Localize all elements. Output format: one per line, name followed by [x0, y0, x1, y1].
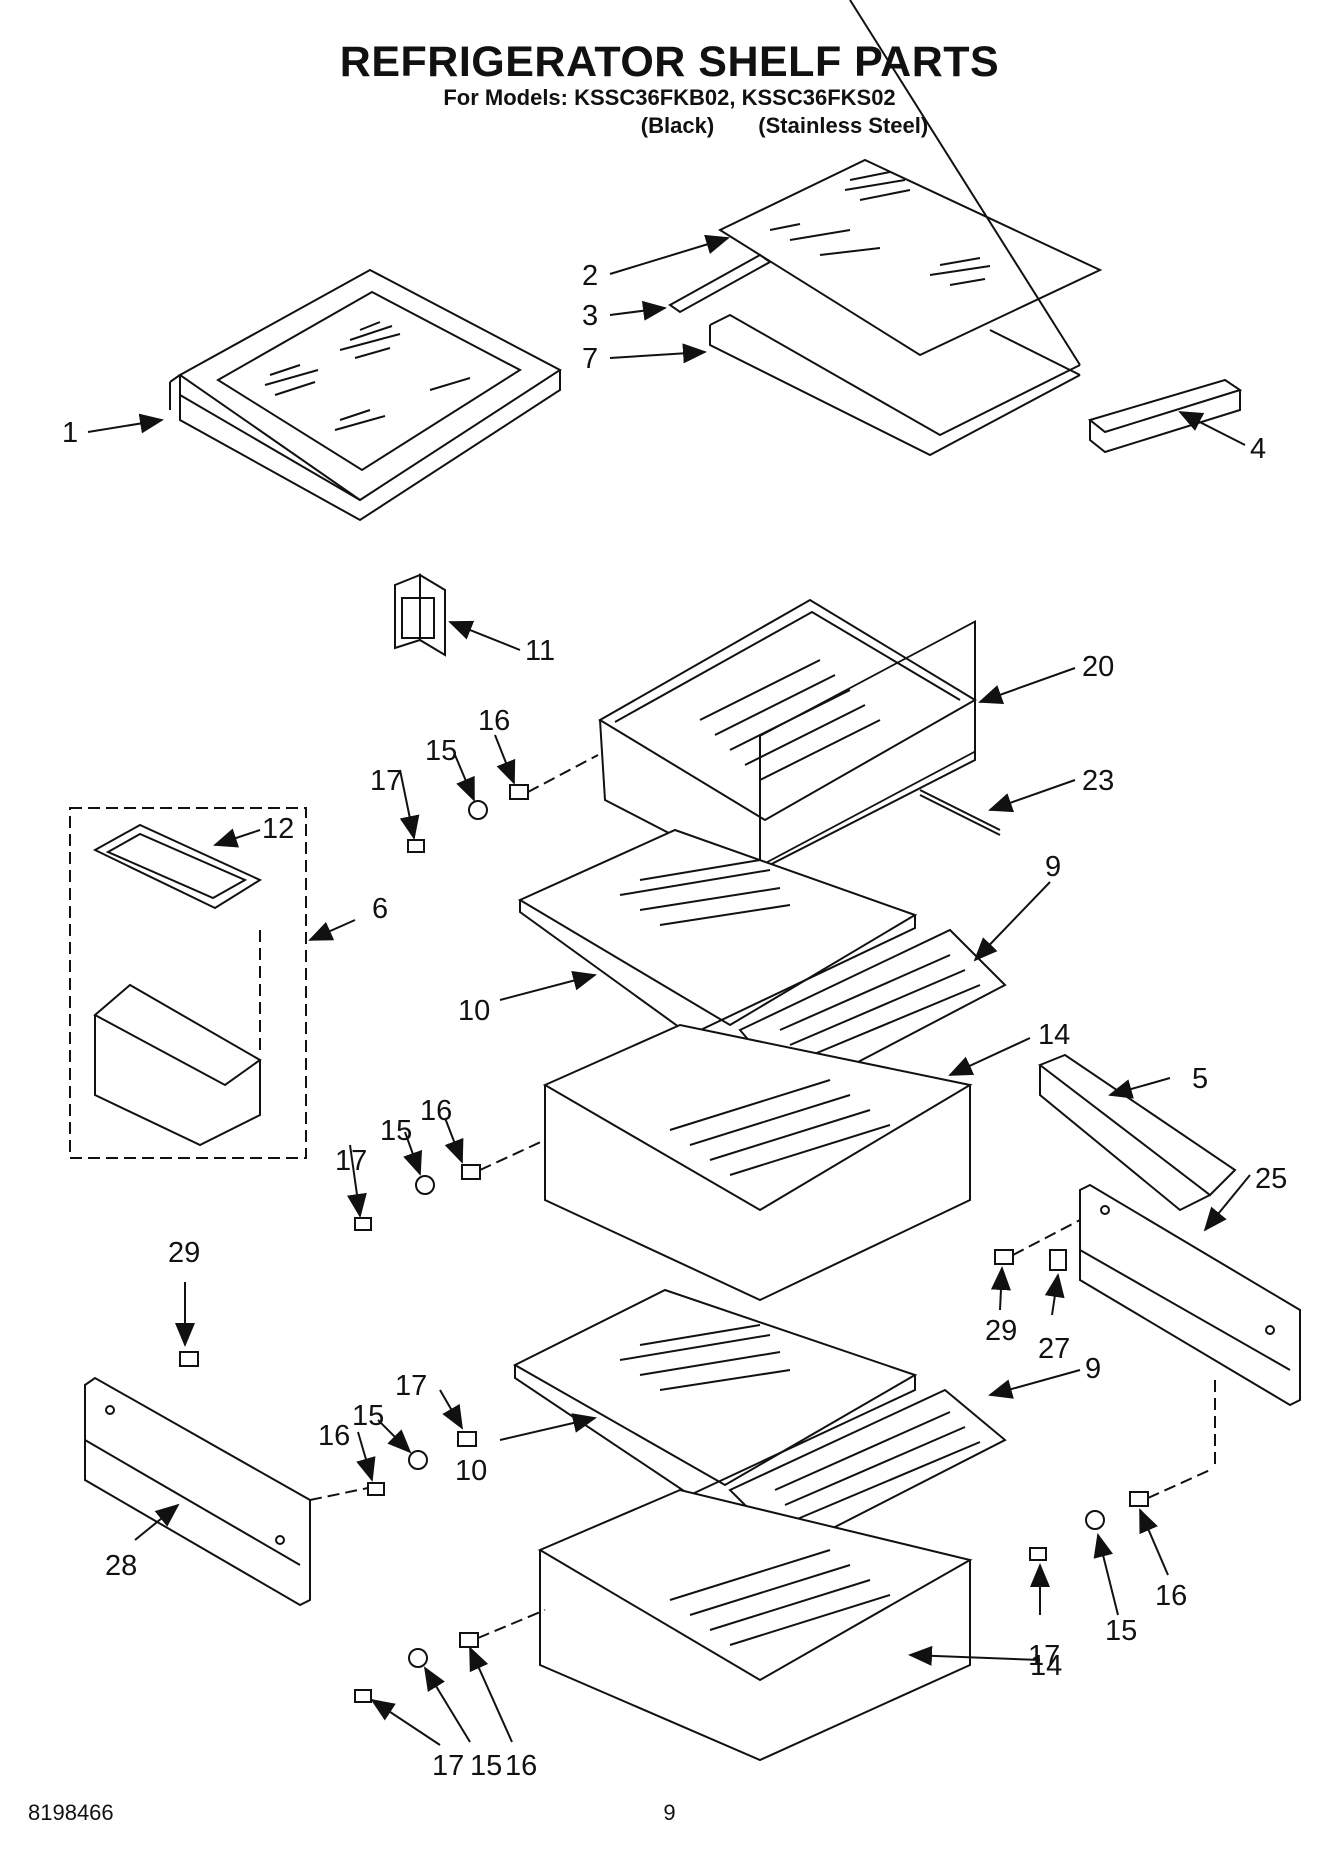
- callout-9-upper: 9: [1045, 851, 1061, 883]
- callout-3: 3: [582, 300, 598, 332]
- callout-12: 12: [262, 813, 294, 845]
- callout-15-b: 15: [380, 1115, 412, 1147]
- callout-10-upper: 10: [458, 995, 490, 1027]
- callout-14-upper: 14: [1038, 1019, 1070, 1051]
- callout-16-a: 16: [478, 705, 510, 737]
- page-number: 9: [663, 1800, 676, 1825]
- callout-16-b: 16: [420, 1095, 452, 1127]
- part-7-shelf-frame: [709, 0, 1081, 457]
- callout-27: 27: [1038, 1333, 1070, 1365]
- part-2-glass-panel: [717, 158, 1103, 357]
- fastener-set-4: [1029, 1380, 1216, 1561]
- document-number: 8198466: [28, 1800, 114, 1825]
- part-11-clip: [394, 573, 446, 657]
- callout-arrows: [87, 234, 1251, 1746]
- part-5-cover: [1037, 1053, 1237, 1212]
- butter-bin: [93, 930, 262, 1147]
- color-black-label: (Black): [640, 113, 715, 138]
- model-colors: (Black) (Stainless Steel): [0, 113, 1339, 139]
- callout-29-left: 29: [168, 1237, 200, 1269]
- callout-17-d: 17: [1028, 1640, 1060, 1672]
- callout-23: 23: [1082, 765, 1114, 797]
- fastener-set-1: [407, 754, 599, 853]
- callout-16-e: 16: [505, 1750, 537, 1782]
- callout-15-d: 15: [1105, 1615, 1137, 1647]
- callout-17-a: 17: [370, 765, 402, 797]
- callout-25: 25: [1255, 1163, 1287, 1195]
- callout-15-c: 15: [352, 1400, 384, 1432]
- models-line: For Models: KSSC36FKB02, KSSC36FKS02: [443, 85, 896, 110]
- part-12-lid: [92, 823, 263, 910]
- part-1-glass-shelf: [169, 268, 562, 522]
- callout-5: 5: [1192, 1063, 1208, 1095]
- fastener-set-2: [354, 1139, 546, 1231]
- color-stainless-label: (Stainless Steel): [758, 113, 929, 138]
- part-4-shelf-rail: [1087, 378, 1243, 454]
- part-20-deli-drawer: [598, 598, 977, 877]
- callout-9-lower: 9: [1085, 1353, 1101, 1385]
- part-14-crisper-upper: [542, 1023, 973, 1302]
- callout-17-e: 17: [432, 1750, 464, 1782]
- callout-7: 7: [582, 343, 598, 375]
- part-28-side-bracket-left: [84, 1376, 311, 1607]
- callout-6: 6: [372, 893, 388, 925]
- callout-16-d: 16: [1155, 1580, 1187, 1612]
- part-23-rod: [919, 789, 1001, 836]
- callout-10-lower: 10: [455, 1455, 487, 1487]
- callout-17-b: 17: [335, 1145, 367, 1177]
- fastener-set-3: [309, 1431, 477, 1501]
- callout-28: 28: [105, 1550, 137, 1582]
- screw-29-right: [994, 1219, 1081, 1265]
- fastener-set-5: [354, 1609, 546, 1703]
- callout-14-lower: 14: [1030, 1650, 1062, 1682]
- callout-4: 4: [1250, 433, 1266, 465]
- callout-15-a: 15: [425, 735, 457, 767]
- callout-15-e: 15: [470, 1750, 502, 1782]
- callout-29-right: 29: [985, 1315, 1017, 1347]
- callout-labels: 1 2 3 7 4 11 20 23 12 6 9 10 14 5 25 29 …: [62, 260, 1287, 1782]
- part-3-shelf-rail: [668, 253, 772, 314]
- callout-11: 11: [525, 635, 555, 667]
- part-14-crisper-lower: [537, 1488, 973, 1762]
- part-25-side-bracket-right: [1079, 1183, 1301, 1407]
- callout-1: 1: [62, 417, 78, 449]
- part-6-group-box: [69, 807, 307, 1159]
- callout-20: 20: [1082, 651, 1114, 683]
- part-27-clip: [1049, 1249, 1067, 1271]
- callout-17-c: 17: [395, 1370, 427, 1402]
- screw-29-left: [179, 1351, 199, 1367]
- callout-16-c: 16: [318, 1420, 350, 1452]
- callout-2: 2: [582, 260, 598, 292]
